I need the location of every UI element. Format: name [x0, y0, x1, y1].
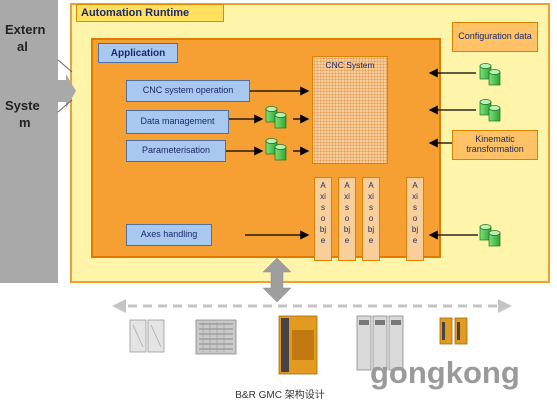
external-link-lines	[57, 59, 73, 113]
cnc-system-box	[312, 56, 388, 164]
hardware-device-4	[356, 315, 404, 371]
configuration-data-box: Configuration data	[452, 22, 538, 52]
automation-runtime-title: Automation Runtime	[76, 4, 224, 22]
axes-handling-box: Axes handling	[126, 224, 212, 246]
hardware-device-1	[129, 319, 165, 353]
hardware-device-3	[278, 315, 318, 375]
cnc-system-operation-box: CNC system operation	[126, 80, 250, 102]
hardware-device-5	[439, 317, 468, 345]
axis-object-2: A xi s o bj e	[338, 177, 356, 261]
bus-arrow-right	[498, 299, 512, 313]
database-icon-parameterisation	[265, 138, 287, 161]
data-management-box: Data management	[126, 110, 229, 134]
hardware-device-2	[195, 319, 237, 355]
external-system-panel	[0, 0, 58, 283]
external-to-runtime-arrow	[58, 74, 76, 108]
cnc-system-title: CNC System	[325, 60, 375, 70]
bus-arrow-left	[112, 299, 126, 313]
application-title: Application	[98, 43, 178, 63]
diagram-caption: B&R GMC 架构设计	[235, 390, 325, 401]
database-icon-axes	[479, 224, 501, 247]
runtime-hardware-double-arrow	[262, 257, 292, 303]
database-icon-config-2	[479, 99, 501, 122]
database-icon-data-management	[265, 106, 287, 129]
watermark: gongkong	[370, 355, 520, 390]
kinematic-transformation-box: Kinematic transformation	[452, 130, 538, 160]
axis-object-4: A xi s o bj e	[406, 177, 424, 261]
axis-object-1: A xi s o bj e	[314, 177, 332, 261]
parameterisation-box: Parameterisation	[126, 140, 226, 162]
database-icon-config-1	[479, 63, 501, 86]
axis-object-3: A xi s o bj e	[362, 177, 380, 261]
